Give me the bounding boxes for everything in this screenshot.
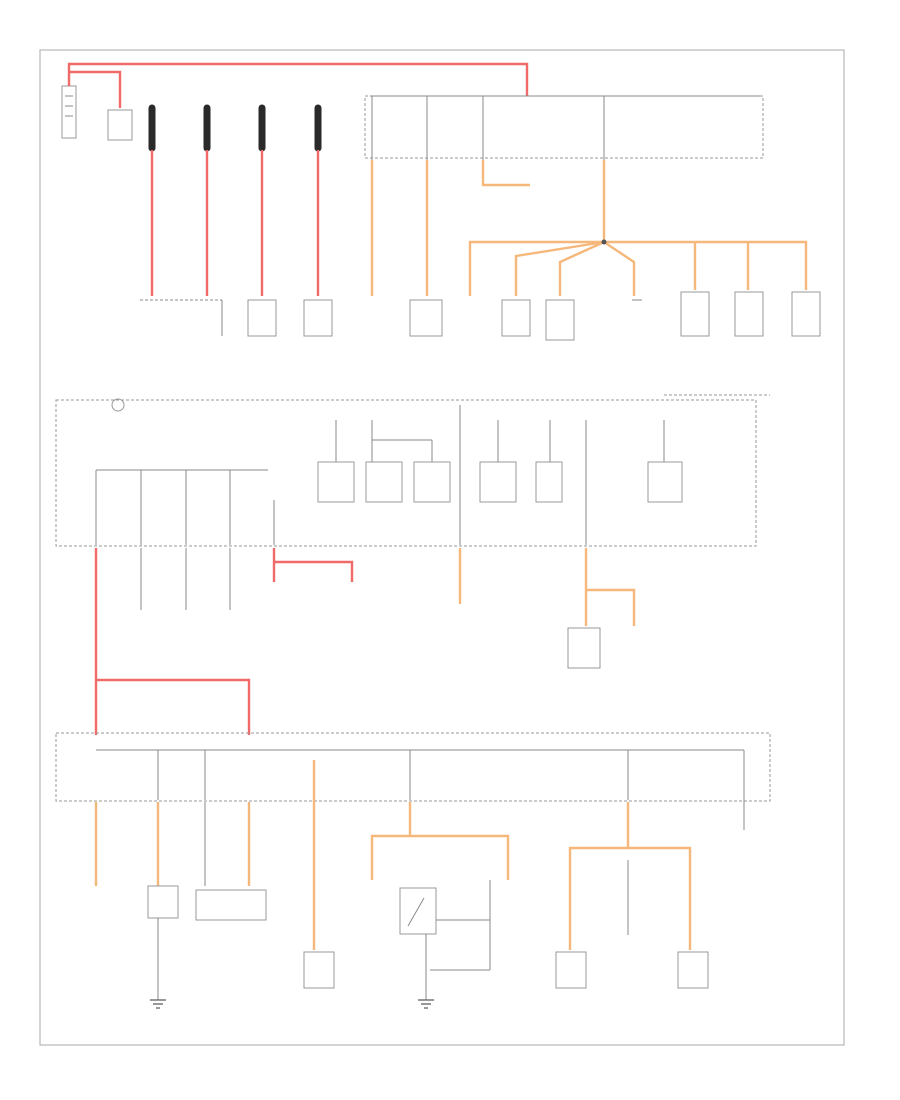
connector-icon: [677, 951, 709, 989]
splice-feed-wire: [558, 240, 605, 296]
splice-feed-wire: [468, 160, 606, 296]
fused-feed-wire: [584, 548, 636, 626]
connector-icon: [567, 627, 601, 669]
fused-feed-wire: [370, 802, 510, 880]
relay-switch-icon: [399, 887, 437, 935]
starter-box: [107, 109, 133, 141]
battery-feed-wire: [67, 62, 529, 96]
fused-feed-wire: [568, 802, 692, 950]
connector-icon: [303, 951, 335, 989]
starter-feed-wire: [69, 70, 122, 108]
connector-icon: [555, 951, 587, 989]
splice-feed-wire: [604, 240, 808, 290]
connector-icon: [195, 889, 267, 921]
ground-icon: [418, 934, 434, 1009]
battery-icon: [61, 85, 77, 139]
instrument-panel-fuse-block: [55, 399, 757, 547]
diagram-frame: [39, 49, 845, 1046]
ip-feed-wire: [272, 548, 354, 582]
splice-feed-wire: [603, 241, 636, 296]
ground-icon: [150, 918, 166, 1009]
instrument-panel-junction-block: [55, 732, 771, 802]
ignition-switch-icon: [111, 398, 125, 412]
fused-feed-wire: [481, 160, 530, 187]
connector-icon: [247, 291, 821, 341]
underhood-fuse-block: [364, 95, 764, 159]
splice-feed-wire: [514, 240, 605, 296]
connector-icon: [147, 885, 179, 919]
battery-feed-wire: [94, 548, 251, 735]
relay-box-icon: [317, 461, 683, 503]
